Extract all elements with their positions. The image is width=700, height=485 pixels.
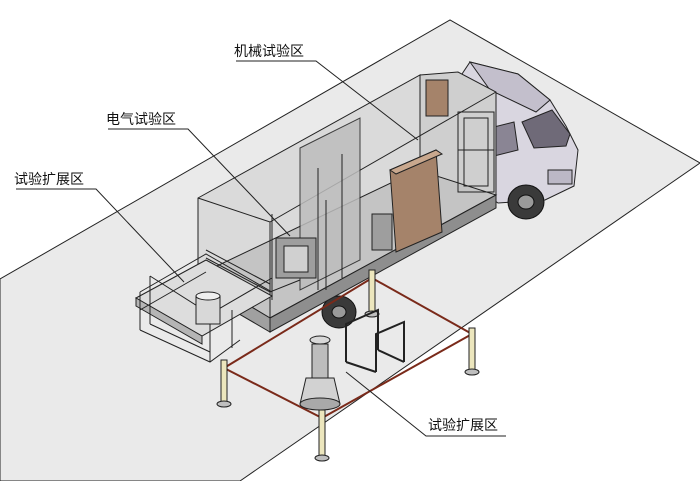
left-extension-platform <box>134 253 274 363</box>
leader-lines <box>16 60 506 437</box>
label-electrical-test-area: 电气试验区 <box>106 112 176 128</box>
front-wheel <box>507 184 545 220</box>
leader-elec <box>108 128 291 237</box>
label-extension-area-bottom: 试验扩展区 <box>428 418 498 434</box>
label-mechanical-test-area: 机械试验区 <box>234 44 304 60</box>
label-extension-area-left: 试验扩展区 <box>14 172 84 188</box>
electrical-equipment <box>271 200 393 300</box>
box-body <box>196 71 498 333</box>
leader-mech <box>236 60 419 141</box>
inner-rails <box>205 249 301 293</box>
leader-ext-bottom <box>345 371 506 437</box>
leader-ext-left <box>16 188 185 283</box>
frame-stand <box>345 308 405 373</box>
ground-extension-area <box>216 269 480 462</box>
insulator-column <box>299 335 341 411</box>
post-bases <box>216 310 480 462</box>
rack-frame <box>457 111 495 193</box>
wall-panel <box>425 79 449 117</box>
